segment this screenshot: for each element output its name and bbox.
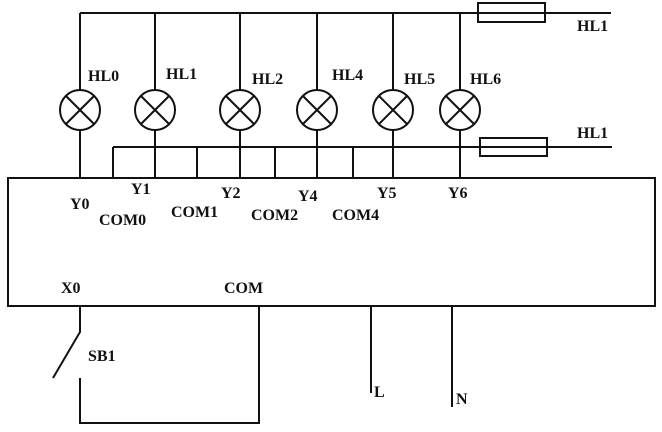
lamp-cross [378,95,408,125]
lamp-label: HL2 [252,71,283,88]
lamp-icon [439,89,481,131]
fuse-bottom [479,137,548,157]
terminal-y4: Y4 [298,188,318,205]
lamp-icon [296,89,338,131]
terminal-com0: COM0 [99,212,146,229]
lamp-icon [219,89,261,131]
terminal-x0: X0 [61,280,81,297]
lamp-cross [302,95,332,125]
fuse-bottom-label: HL1 [577,125,608,142]
lamp-icon [372,89,414,131]
terminal-y2: Y2 [221,185,241,202]
lamp-hl0: HL0 [59,13,119,178]
terminal-com4: COM4 [332,207,379,224]
lamp-cross [225,95,255,125]
power-l-label: L [374,384,385,401]
plc-body [7,177,656,307]
lamp-hl1: HL1 [134,13,197,178]
lamp-icon [59,89,101,131]
switch-sb1-contact [52,306,81,379]
lamp-cross [140,95,170,125]
lamp-hl4: HL4 [296,13,363,178]
fuse-top-label: HL1 [577,18,608,35]
terminal-y1: Y1 [131,181,151,198]
terminal-y5: Y5 [377,185,397,202]
terminal-y0: Y0 [70,196,90,213]
fuse-top [477,2,546,23]
power-n-label: N [456,391,468,408]
lamp-label: HL6 [470,71,501,88]
terminal-com2: COM2 [251,207,298,224]
input-loop-wire [79,306,260,424]
terminal-com1: COM1 [171,204,218,221]
lamp-icon [134,89,176,131]
terminal-com: COM [224,280,263,297]
lamp-cross [445,95,475,125]
terminal-y6: Y6 [448,185,468,202]
lamp-hl5: HL5 [372,13,435,178]
switch-label: SB1 [88,348,116,365]
lamp-label: HL1 [166,66,197,83]
lamp-label: HL4 [332,67,363,84]
lamp-label: HL5 [404,71,435,88]
lamp-hl6: HL6 [439,13,501,178]
lamp-hl2: HL2 [219,13,283,178]
lamp-label: HL0 [88,68,119,85]
lamp-cross [65,95,95,125]
